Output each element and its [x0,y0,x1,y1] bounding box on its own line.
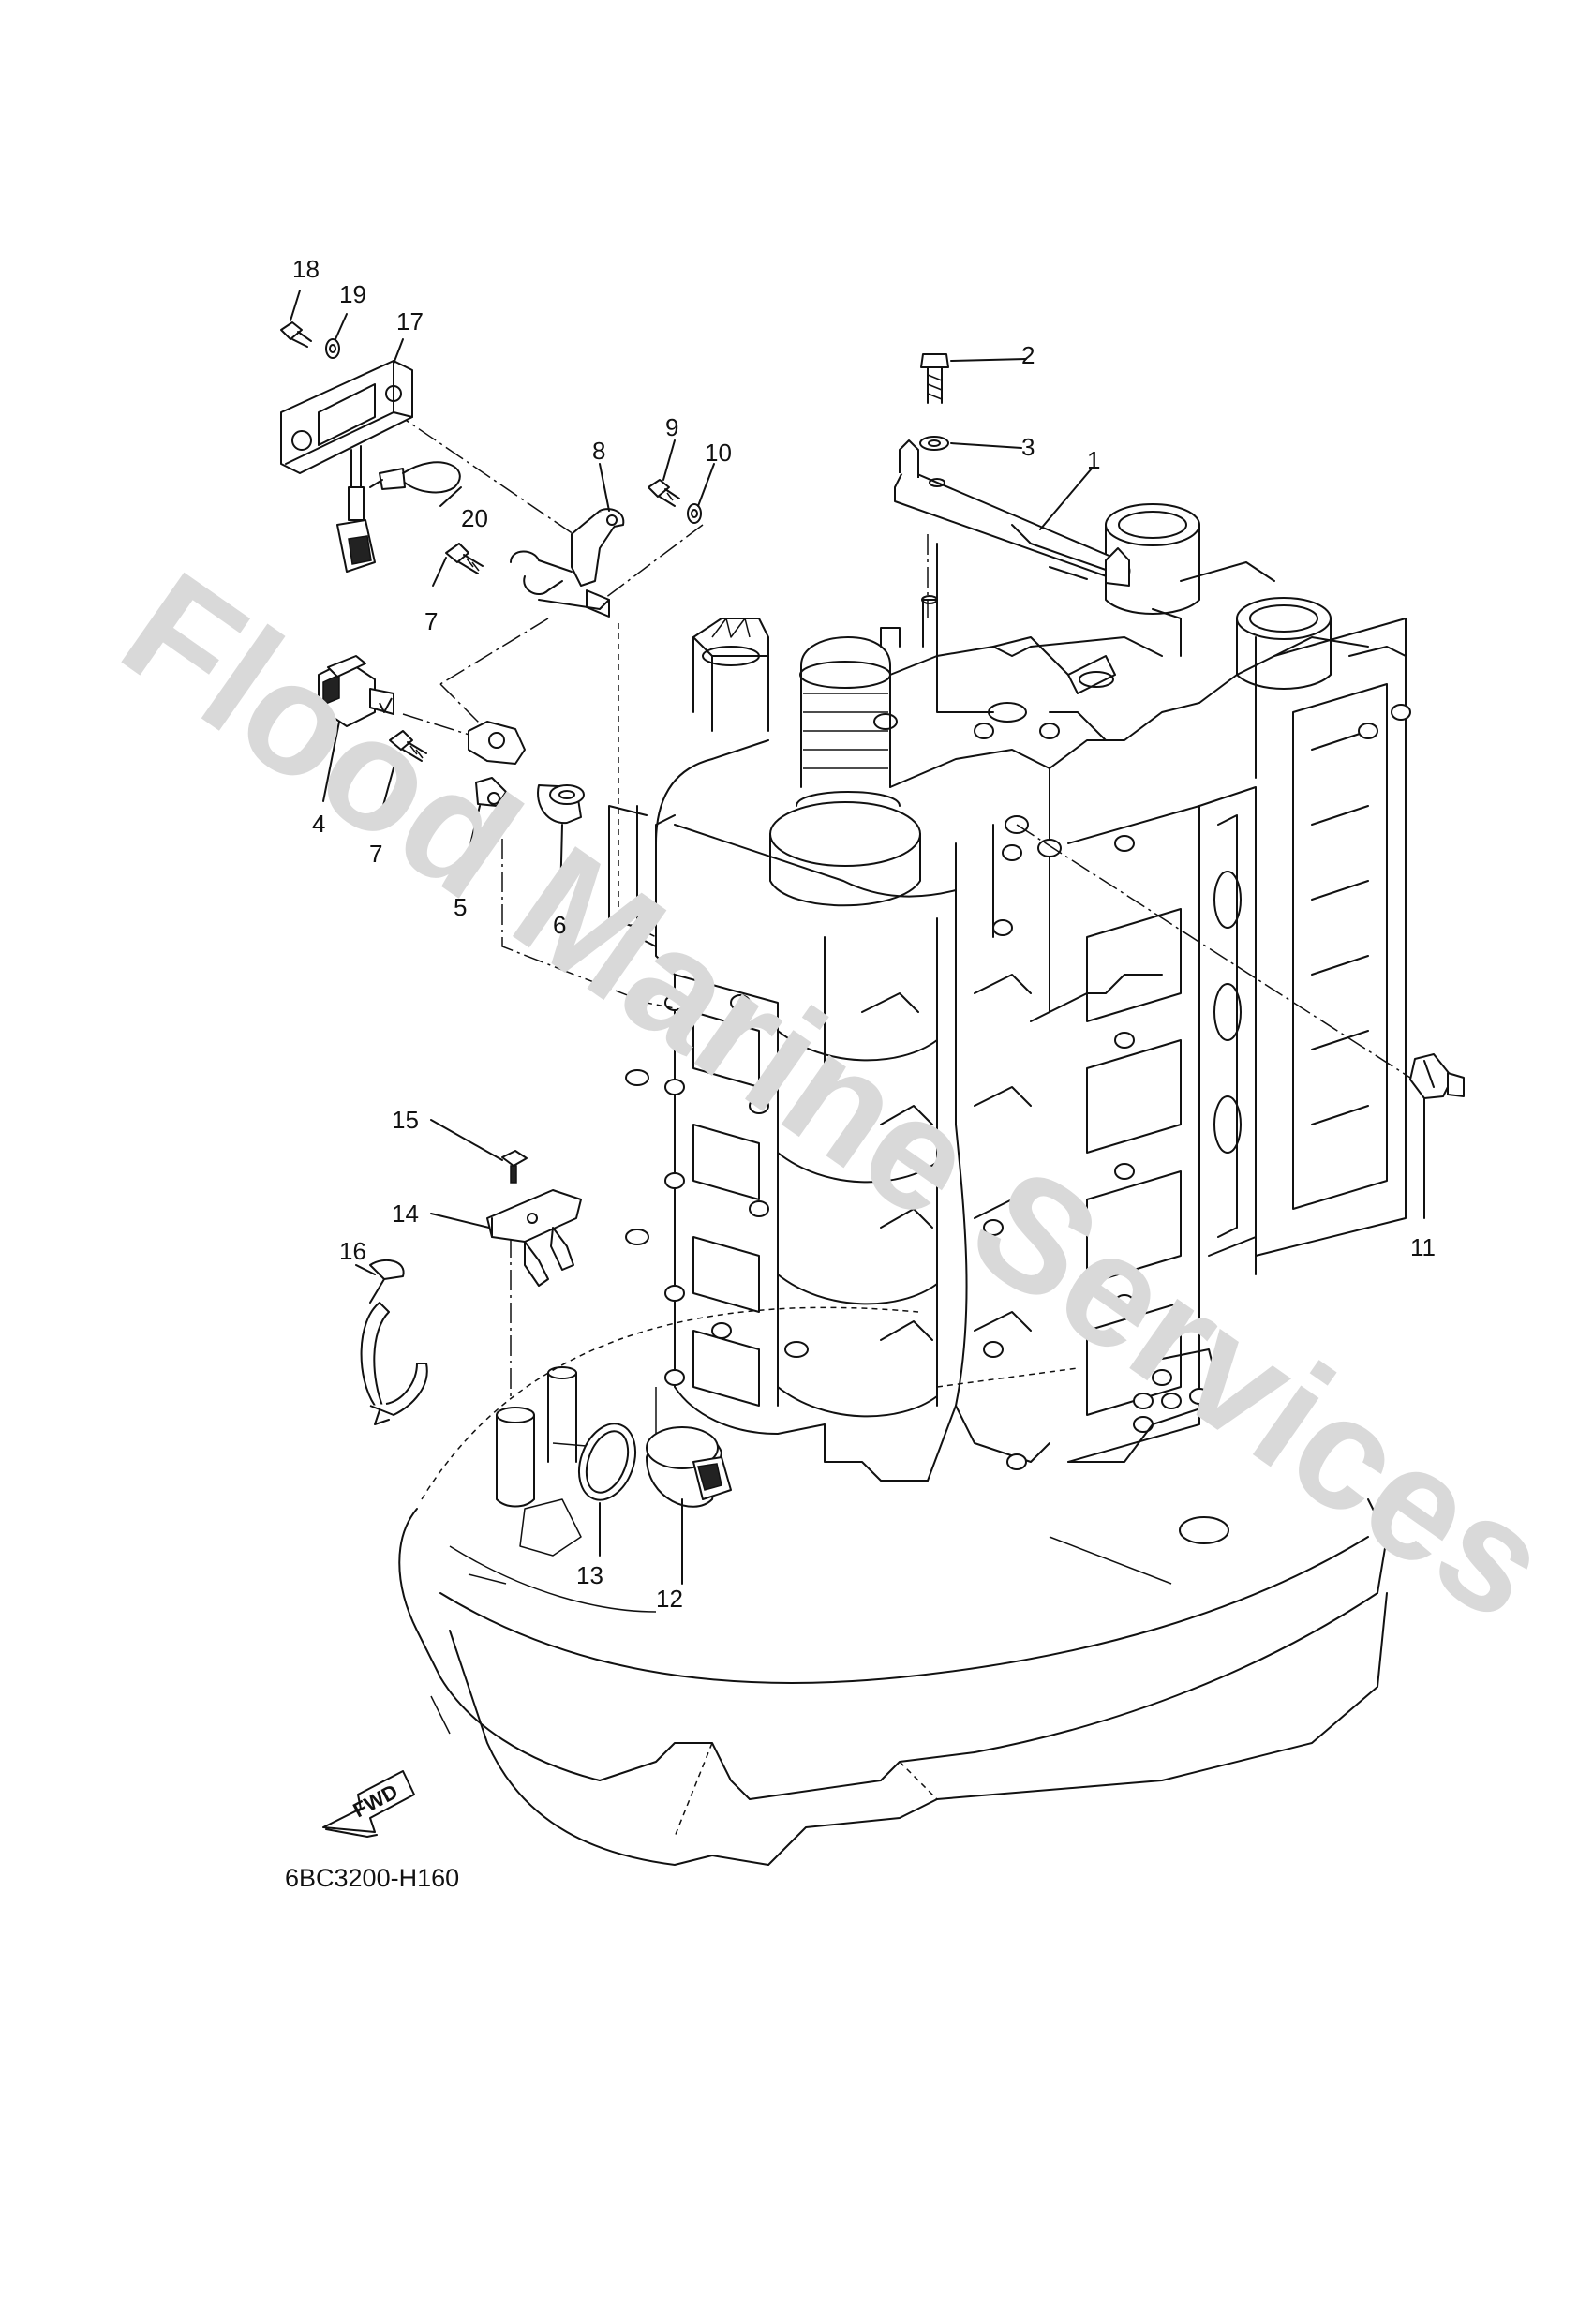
callout-12: 12 [656,1585,683,1613]
leader-7a [432,557,447,587]
callout-13: 13 [576,1561,603,1589]
callout-8: 8 [592,437,605,465]
callout-2: 2 [1021,341,1035,369]
frame-bosses [625,994,809,1386]
leader-6 [559,824,563,901]
callout-7-upper: 7 [424,607,438,635]
callout-18: 18 [292,255,320,283]
part-8-bracket [510,508,625,618]
leader-2 [950,358,1027,362]
leader-18 [290,290,301,321]
callout-14: 14 [392,1199,419,1228]
leader-20 [439,486,462,507]
callout-labels: 1 2 3 4 5 6 7 7 8 9 10 11 12 13 14 15 16… [292,255,1436,1613]
leader-17 [393,338,404,365]
callout-7-lower: 7 [369,840,382,868]
callout-4: 4 [312,810,325,838]
part-14-holder [486,1189,582,1287]
part-10-washer [687,503,702,524]
forward-arrow: FWD [322,1770,415,1838]
leader-7b [376,753,398,830]
leader-19 [335,313,348,340]
leader-3 [950,442,1022,449]
part-5-grommet [468,721,526,807]
part-7-screw-lower [389,730,427,762]
drawing-code: 6BC3200-H160 [285,1864,459,1892]
part-19-washer [325,338,340,359]
callout-17: 17 [396,307,424,335]
assembly-lines [391,410,1411,1396]
part-16-clamp [360,1259,428,1425]
leader-14 [430,1213,490,1229]
callout-5: 5 [454,893,467,921]
part-13-oring [578,1423,636,1501]
callout-15: 15 [392,1106,419,1134]
callout-6: 6 [553,911,566,939]
part-6-collar [537,784,585,825]
part-4-sensor [318,655,394,727]
part-17-unit [280,360,413,573]
part-7-screw-upper [445,543,484,574]
part-9-bolt [648,479,680,507]
part-2-bolt [920,353,949,404]
part-1-bracket [894,439,1131,587]
leader-9 [662,439,676,481]
part-12-fitting [646,1426,732,1508]
callout-16: 16 [339,1237,366,1265]
leader-4 [322,721,340,802]
part-20-cable-tie [369,461,461,494]
part-15-screw [501,1150,528,1184]
callout-20: 20 [461,504,488,532]
callout-1: 1 [1087,446,1100,474]
leader-16 [355,1264,376,1275]
part-3-washer [919,436,949,451]
callout-3: 3 [1021,433,1035,461]
callout-9: 9 [665,413,678,441]
callout-11: 11 [1410,1233,1436,1261]
part-11-sensor [1409,1053,1465,1099]
watermark: Flood Marine Services [93,539,1578,1655]
part-18-bolt [280,321,312,348]
leader-15 [430,1119,503,1161]
callout-19: 19 [339,280,366,308]
leader-5 [458,805,481,891]
leader-8 [599,463,610,512]
callout-10: 10 [705,439,732,467]
leader-1 [1039,468,1093,530]
leader-10 [697,463,715,507]
